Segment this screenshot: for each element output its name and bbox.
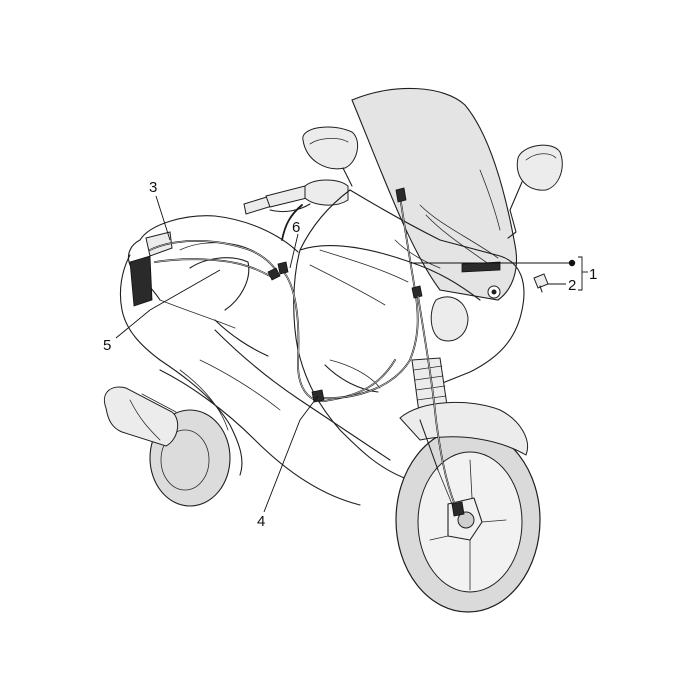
front-wheel — [395, 427, 541, 613]
callout-3: 3 — [149, 179, 157, 196]
part-2-fitting — [533, 273, 549, 293]
cable-6-throttle — [277, 261, 396, 402]
cable-front-brake — [417, 295, 465, 517]
callout-labels: 1 2 3 4 5 6 — [103, 179, 597, 530]
muffler — [104, 386, 179, 447]
front-fender — [399, 402, 528, 471]
callout-5: 5 — [103, 337, 111, 354]
callout-2: 2 — [568, 277, 576, 294]
cable-4-speedometer — [311, 187, 423, 403]
rear-body — [119, 215, 299, 361]
cable-3-rear-brake — [149, 240, 277, 271]
engine — [159, 359, 243, 476]
cable-5-rear-lower — [154, 258, 281, 281]
cable-handlebar-lead — [281, 204, 303, 241]
callout-4: 4 — [257, 513, 265, 530]
leader-lines — [115, 195, 588, 513]
callout-6: 6 — [292, 219, 300, 236]
right-mirror — [507, 144, 563, 239]
left-mirror — [302, 126, 359, 187]
handlebar — [243, 179, 349, 215]
callout-1: 1 — [589, 266, 597, 283]
